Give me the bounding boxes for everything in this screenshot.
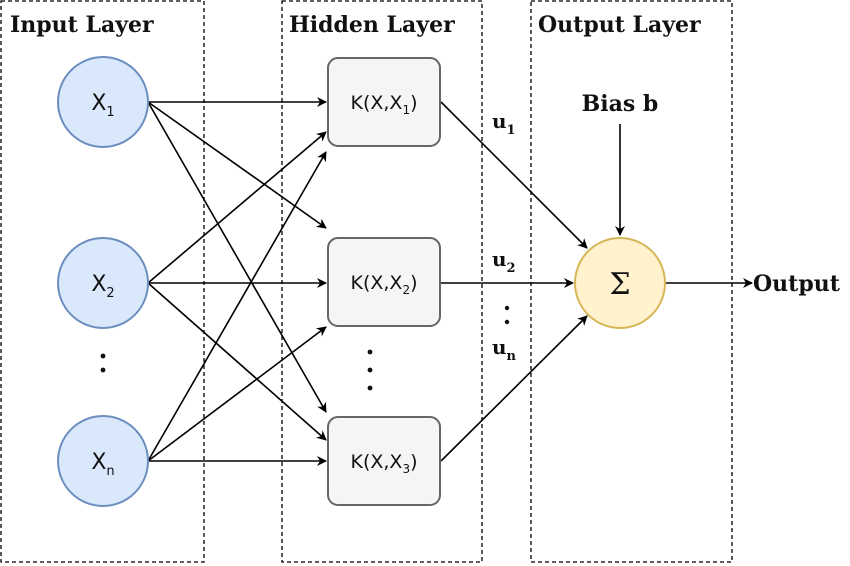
kernel-label-close: ): [410, 272, 417, 294]
hidden-ellipsis-dot: [367, 349, 373, 355]
input-ellipsis-dot: [100, 353, 106, 359]
input-node-label: X1: [91, 91, 114, 120]
weight-label-sub: n: [507, 349, 517, 364]
kernel-node-label: K(X,X3): [350, 451, 417, 476]
input-node-circle: [57, 56, 149, 148]
weight-label-main: u: [492, 109, 507, 133]
kernel-label-sub: 1: [402, 103, 410, 117]
input-layer-title: Input Layer: [10, 12, 154, 38]
input-node-circle: [57, 237, 149, 329]
hidden-layer-title: Hidden Layer: [289, 12, 455, 38]
input-node-circle: [57, 415, 149, 507]
weight-label-un: un: [492, 335, 517, 364]
edge-x1-k2: [147, 101, 327, 229]
input-label-main: X: [91, 450, 106, 475]
edge-x2-k3: [147, 282, 327, 441]
edge-xn-k2: [147, 326, 327, 462]
kernel-node-label: K(X,X1): [350, 92, 417, 117]
kernel-label-close: ): [410, 451, 417, 473]
input-label-main: X: [91, 91, 106, 116]
input-label-sub: 2: [106, 286, 114, 301]
hidden-layer-box: [281, 0, 483, 563]
bias-label: Bias b: [582, 91, 659, 117]
edge-k1-sum: [440, 101, 588, 249]
kernel-node-box: [327, 416, 441, 506]
input-node-label: X2: [91, 272, 114, 301]
edge-x2-k1: [147, 131, 327, 284]
kernel-label-main: K(X,X: [350, 272, 402, 294]
weight-label-u2: u2: [492, 247, 516, 276]
weight-label-sub: 2: [507, 261, 516, 276]
output-layer-title: Output Layer: [538, 12, 701, 38]
edge-x1-k3: [147, 101, 327, 413]
input-label-sub: 1: [106, 105, 114, 120]
input-label-main: X: [91, 272, 106, 297]
weight-ellipsis-dot: [504, 305, 510, 311]
kernel-label-sub: 2: [402, 283, 410, 297]
input-node-x2: X2: [57, 237, 149, 329]
edge-xn-k1: [147, 151, 327, 462]
kernel-label-close: ): [410, 92, 417, 114]
weight-label-u1: u1: [492, 109, 516, 138]
weight-label-main: u: [492, 247, 507, 271]
weight-label-main: u: [492, 335, 507, 359]
kernel-node-box: [327, 57, 441, 147]
kernel-label-main: K(X,X: [350, 92, 402, 114]
input-layer-box: [0, 0, 205, 563]
sum-symbol: Σ: [609, 267, 630, 302]
kernel-node-3: K(X,X3): [327, 416, 441, 506]
input-ellipsis-dot: [100, 367, 106, 373]
input-node-label: Xn: [91, 450, 114, 479]
weight-label-sub: 1: [507, 123, 516, 138]
hidden-to-output-edges: [440, 101, 753, 462]
kernel-node-1: K(X,X1): [327, 57, 441, 147]
input-to-hidden-edges: [147, 97, 327, 466]
sum-node: Σ: [574, 237, 666, 329]
kernel-label-main: K(X,X: [350, 451, 402, 473]
output-layer-box: [530, 0, 733, 563]
hidden-ellipsis-dot: [367, 367, 373, 373]
input-node-x1: X1: [57, 56, 149, 148]
hidden-ellipsis-dot: [367, 385, 373, 391]
weight-ellipsis-dot: [504, 319, 510, 325]
kernel-node-2: K(X,X2): [327, 237, 441, 327]
input-node-xn: Xn: [57, 415, 149, 507]
input-label-sub: n: [106, 464, 114, 479]
edge-k3-sum: [440, 315, 588, 462]
kernel-node-label: K(X,X2): [350, 272, 417, 297]
kernel-label-sub: 3: [402, 462, 410, 476]
output-label: Output: [753, 271, 841, 297]
sum-node-circle: [574, 237, 666, 329]
kernel-node-box: [327, 237, 441, 327]
